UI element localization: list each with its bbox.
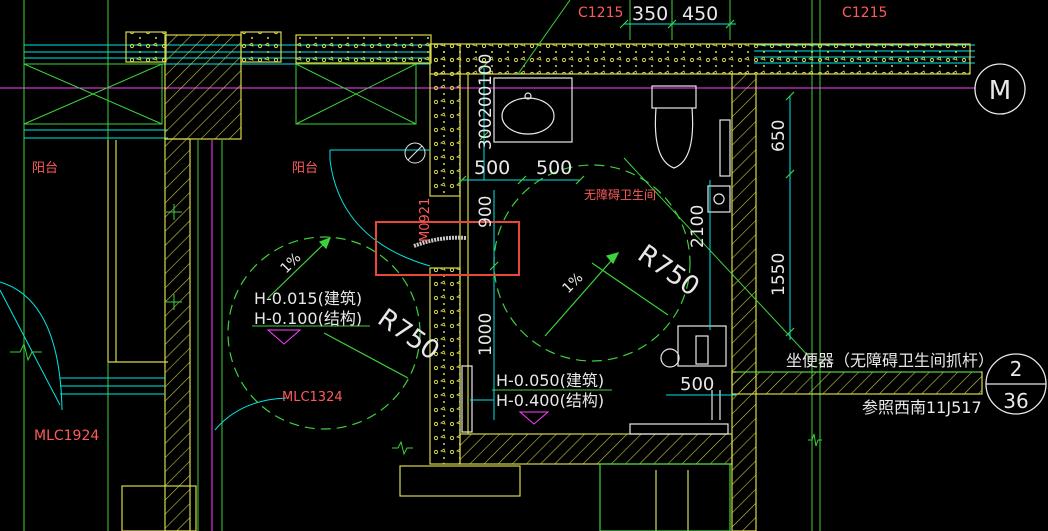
elev-right-struct: H-0.400(结构) (496, 391, 604, 410)
detail-number-top: 2 (1010, 357, 1023, 381)
dim-100: 100 (476, 54, 496, 86)
label-door: M0921 (418, 198, 433, 242)
label-window-bottom-mid: MLC1324 (282, 390, 343, 405)
dim-1550: 1550 (769, 253, 789, 296)
label-window-top-right: C1215 (842, 5, 887, 21)
wash-basin (493, 77, 573, 143)
crosshair-marks (166, 204, 182, 310)
axis-bubble-label: M (989, 76, 1011, 106)
detail-bubble (985, 353, 1047, 415)
fixture-note: 坐便器（无障碍卫生间抓杆） (786, 351, 994, 370)
dimension-lines (462, 23, 791, 420)
elev-left-arch: H-0.015(建筑) (254, 289, 362, 308)
label-balcony-right: 阳台 (292, 161, 318, 176)
label-room: 无障碍卫生间 (584, 187, 656, 202)
label-window-top-left: C1215 (578, 5, 623, 21)
bottom-structures (121, 463, 731, 531)
dim-900: 900 (476, 196, 496, 228)
balcony-rail (0, 281, 165, 411)
break-marks (10, 342, 822, 456)
turning-circle-left (227, 236, 421, 430)
elev-right-arch: H-0.050(建筑) (496, 371, 604, 390)
slope-left: 1% (278, 250, 305, 277)
dim-450: 450 (682, 3, 718, 25)
dim-500-b: 500 (536, 157, 572, 179)
dimension-ticks (457, 19, 795, 337)
dim-2100: 2100 (688, 205, 708, 248)
hatched-column (125, 31, 432, 140)
bathroom-wall (429, 43, 983, 531)
window-box-right (295, 63, 417, 125)
axis-bubble (974, 63, 1026, 115)
elev-left-struct: H-0.100(结构) (254, 309, 362, 328)
leader-lines (252, 0, 980, 391)
detail-number-bottom: 36 (1003, 389, 1028, 413)
label-balcony-left: 阳台 (32, 161, 58, 176)
door-swing (214, 149, 431, 431)
dim-500-a: 500 (474, 157, 510, 179)
dim-650: 650 (769, 120, 789, 152)
detail-reference: 参照西南11J517 (862, 398, 982, 417)
elevation-markers (266, 329, 550, 425)
toilet (651, 85, 731, 213)
door-threshold-hatch (413, 235, 467, 248)
dim-350: 350 (632, 3, 668, 25)
dim-500-c: 500 (680, 374, 714, 395)
dim-200: 200 (476, 86, 496, 118)
label-window-bottom-left: MLC1924 (34, 428, 99, 444)
left-wall (107, 138, 191, 531)
dim-1000: 1000 (476, 313, 496, 356)
pipe-symbol (404, 142, 426, 164)
window-box-left (23, 63, 163, 125)
highlight-box[interactable] (375, 221, 520, 276)
dim-300: 300 (476, 118, 496, 150)
